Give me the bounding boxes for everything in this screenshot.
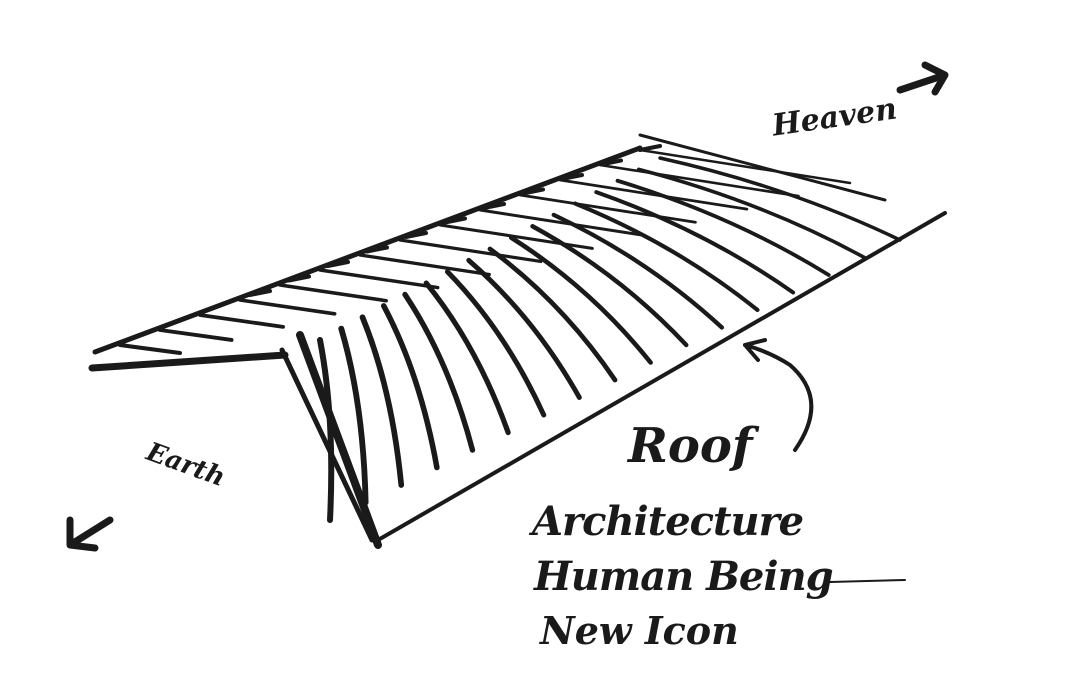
roof-tile-stroke bbox=[530, 224, 689, 348]
arrow-down-left-icon bbox=[66, 516, 114, 552]
pointer-arrow-icon bbox=[743, 338, 814, 452]
ridge-tick bbox=[326, 260, 350, 268]
ridge-tick bbox=[560, 173, 584, 181]
trailing-stroke bbox=[829, 579, 906, 583]
roof-tile-stroke bbox=[423, 280, 511, 436]
human-being-label: Human Being bbox=[534, 553, 834, 600]
ridge-tick bbox=[404, 231, 428, 239]
back-tile-stroke bbox=[438, 223, 594, 250]
front-eave bbox=[376, 211, 947, 542]
back-tile-stroke bbox=[398, 238, 543, 264]
roof-tile-stroke bbox=[359, 314, 405, 488]
ridge-tick bbox=[287, 274, 311, 283]
roof-tile-stroke bbox=[487, 246, 618, 383]
roof-tile-stroke bbox=[380, 303, 440, 471]
architecture-label: Architecture bbox=[532, 498, 804, 545]
back-tile-stroke bbox=[358, 253, 491, 277]
roof-tile-stroke bbox=[508, 235, 653, 365]
ridge-tick bbox=[443, 216, 467, 225]
arrow-up-right-icon bbox=[896, 61, 949, 96]
back-tile-stroke bbox=[558, 178, 749, 211]
gable-front-edge bbox=[296, 331, 382, 549]
gable-front-edge-inner bbox=[279, 347, 375, 543]
ridge-tick bbox=[482, 202, 506, 210]
back-eave bbox=[638, 133, 887, 202]
back-tile-stroke bbox=[518, 193, 697, 224]
back-tile-stroke bbox=[198, 313, 285, 329]
back-tile-stroke bbox=[638, 148, 852, 185]
ridge-tick bbox=[599, 158, 623, 167]
back-tile-stroke bbox=[158, 328, 234, 342]
ridge-tick bbox=[521, 187, 545, 196]
roof-tile-stroke bbox=[615, 178, 831, 277]
back-tile-stroke bbox=[318, 268, 440, 290]
back-tile-stroke bbox=[238, 298, 337, 316]
roof-tile-stroke bbox=[338, 325, 369, 506]
back-tile-stroke bbox=[478, 208, 646, 237]
back-tile-stroke bbox=[598, 163, 800, 198]
roof-tile-stroke bbox=[658, 156, 902, 242]
roof-tile-stroke bbox=[636, 167, 867, 260]
back-tile-stroke bbox=[118, 343, 182, 355]
ridge-tick bbox=[248, 289, 272, 297]
roof-tile-stroke bbox=[444, 269, 547, 418]
ridge-tick bbox=[365, 245, 389, 254]
roof-tile-stroke bbox=[572, 201, 760, 313]
ridge-tick bbox=[638, 144, 662, 152]
roof-tile-stroke bbox=[317, 337, 335, 523]
back-tile-stroke bbox=[278, 283, 388, 303]
roof-tile-stroke bbox=[402, 291, 476, 453]
gable-bottom bbox=[88, 351, 289, 372]
new-icon-label: New Icon bbox=[540, 608, 739, 653]
roof-tile-stroke bbox=[594, 190, 796, 295]
roof-label: Roof bbox=[628, 418, 753, 474]
